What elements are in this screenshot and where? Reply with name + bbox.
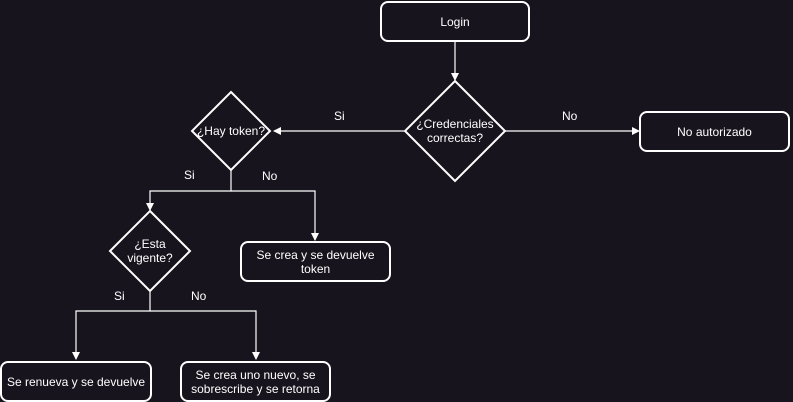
edge-esta-vigente-to-crea-nuevo: [150, 310, 260, 360]
decision-credenciales-shape: [403, 79, 507, 183]
decision-esta-vigente-label: ¿Esta vigente?: [127, 237, 173, 265]
node-renueva-devuelve: Se renueva y se devuelve: [0, 361, 152, 402]
decision-esta-vigente-shape: [108, 209, 192, 293]
edge-hay-token-to-esta-vigente: [146, 170, 232, 211]
decision-hay-token-shape: [190, 90, 272, 172]
node-no-autorizado: No autorizado: [639, 111, 790, 152]
decision-hay-token-label: ¿Hay token?: [196, 124, 266, 138]
edge-label-credenciales-si: Si: [334, 109, 345, 123]
node-crea-devuelve-token: Se crea y se devuelve token: [240, 241, 391, 282]
edge-label-credenciales-no: No: [562, 109, 578, 123]
node-crea-nuevo-sobrescribe: Se crea uno nuevo, se sobrescribe y se r…: [180, 361, 331, 402]
node-login: Login: [380, 1, 530, 42]
edge-label-vigente-no: No: [191, 289, 207, 303]
edge-label-token-no: No: [262, 169, 278, 183]
edge-hay-token-to-crea-token: [231, 190, 319, 241]
edge-esta-vigente-to-renueva: [72, 291, 151, 360]
decision-credenciales-label: ¿Credenciales correctas?: [416, 117, 494, 145]
edge-label-token-si: Si: [184, 168, 195, 182]
edge-label-vigente-si: Si: [114, 289, 125, 303]
